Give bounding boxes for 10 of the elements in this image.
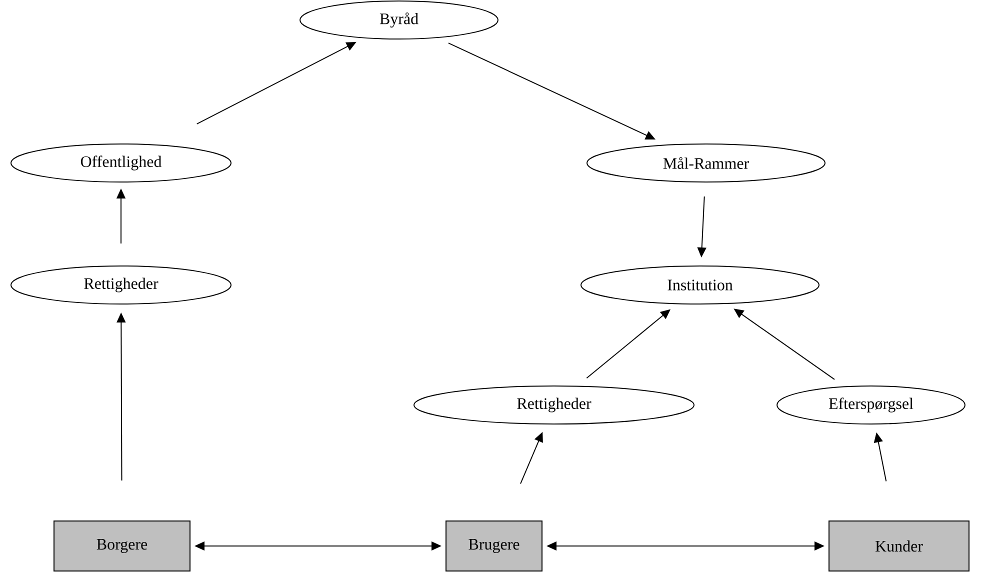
ellipse-node: Efterspørgsel — [776, 386, 966, 424]
group-box: Kunder — [828, 520, 970, 572]
ellipse-node: Mål-Rammer — [586, 144, 826, 182]
ellipse-node: Rettigheder — [10, 266, 232, 304]
ellipse-node: Byråd — [300, 0, 498, 40]
ellipse-node: Rettigheder — [414, 386, 694, 424]
group-box: Brugere — [446, 520, 542, 572]
group-box: Borgere — [54, 520, 190, 572]
ellipse-node: Institution — [580, 266, 820, 304]
ellipse-node: Offentlighed — [10, 144, 232, 182]
